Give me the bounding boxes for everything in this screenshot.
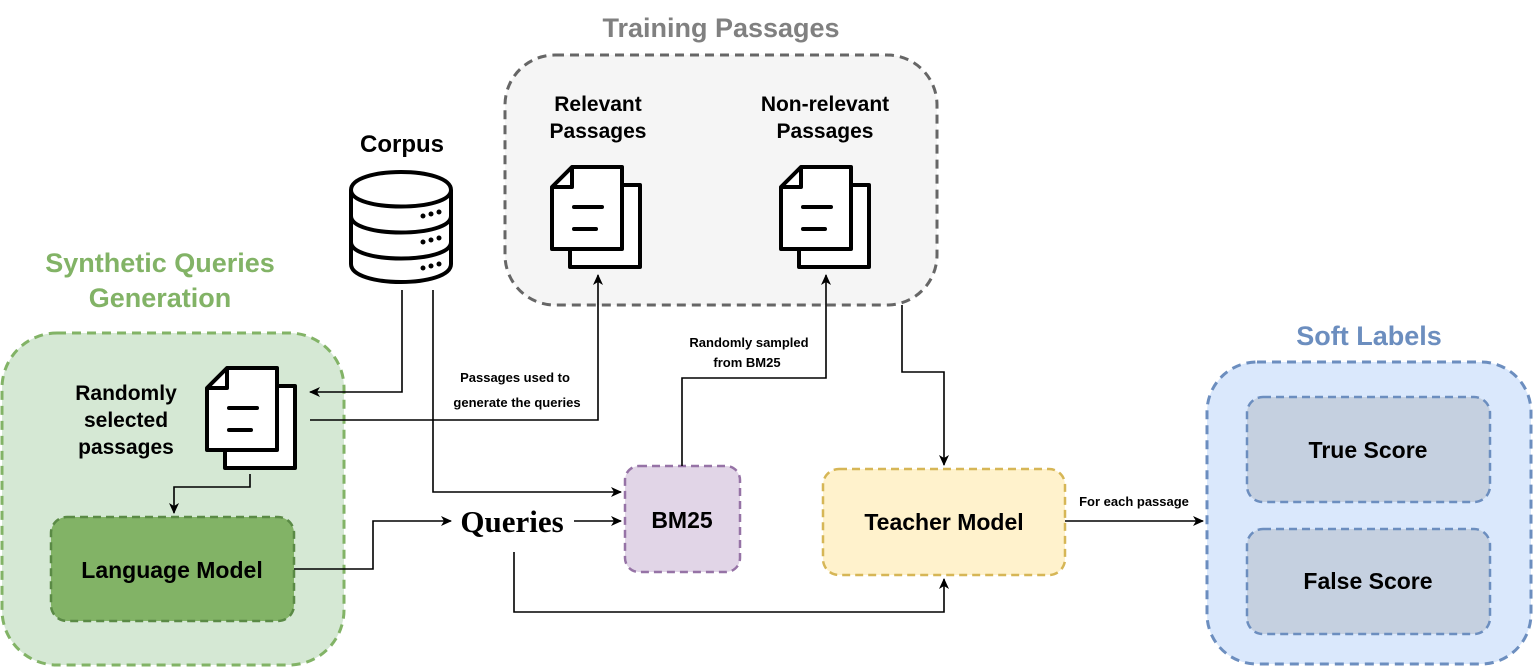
synthetic-queries-title-line2: Generation xyxy=(89,283,232,313)
edge-corpus-to-bm25 xyxy=(432,290,622,497)
corpus-label: Corpus xyxy=(360,131,444,158)
edge-training-to-teacher xyxy=(901,305,949,466)
edge-label-passages-used-line1: Passages used to xyxy=(460,370,570,385)
edge-queries-to-teacher xyxy=(513,552,949,613)
true-score-node[interactable] xyxy=(1245,395,1492,504)
edge-language-model-to-queries xyxy=(294,516,452,570)
language-model-node[interactable] xyxy=(49,515,296,623)
false-score-label: False Score xyxy=(1303,568,1432,594)
synthetic-queries-title-line1: Synthetic Queries xyxy=(45,248,275,278)
false-score-node[interactable] xyxy=(1245,527,1492,636)
language-model-label: Language Model xyxy=(81,557,262,583)
random-passages-line2: selected xyxy=(84,409,168,432)
relevant-passages-line2: Passages xyxy=(550,120,647,143)
training-passages-title: Training Passages xyxy=(602,13,839,43)
random-passages-line1: Randomly xyxy=(75,382,177,405)
documents-icon xyxy=(205,366,297,470)
relevant-passages-line1: Relevant xyxy=(554,93,642,116)
edge-label-passages-used-line2: generate the queries xyxy=(453,395,580,410)
edge-label-randomly-sampled-line2: from BM25 xyxy=(713,355,780,370)
edge-label-randomly-sampled-line1: Randomly sampled xyxy=(689,335,808,350)
non-relevant-passages-line2: Passages xyxy=(777,120,874,143)
documents-icon xyxy=(550,165,642,269)
true-score-label: True Score xyxy=(1309,437,1428,463)
edge-label-for-each-passage: For each passage xyxy=(1079,494,1189,509)
documents-icon xyxy=(779,165,871,269)
random-passages-line3: passages xyxy=(78,436,174,459)
edge-corpus-to-random-passages xyxy=(309,290,403,397)
edge-random-passages-to-relevant xyxy=(310,274,603,421)
teacher-model-label: Teacher Model xyxy=(864,509,1023,535)
non-relevant-passages-line1: Non-relevant xyxy=(761,93,889,116)
bm25-label: BM25 xyxy=(651,507,713,533)
soft-labels-title: Soft Labels xyxy=(1296,321,1442,351)
teacher-model-node[interactable] xyxy=(821,467,1067,577)
edge-bm25-to-non-relevant xyxy=(681,274,831,466)
queries-label: Queries xyxy=(460,504,563,539)
database-icon xyxy=(349,170,453,284)
edge-random-passages-to-language-model xyxy=(169,474,251,514)
